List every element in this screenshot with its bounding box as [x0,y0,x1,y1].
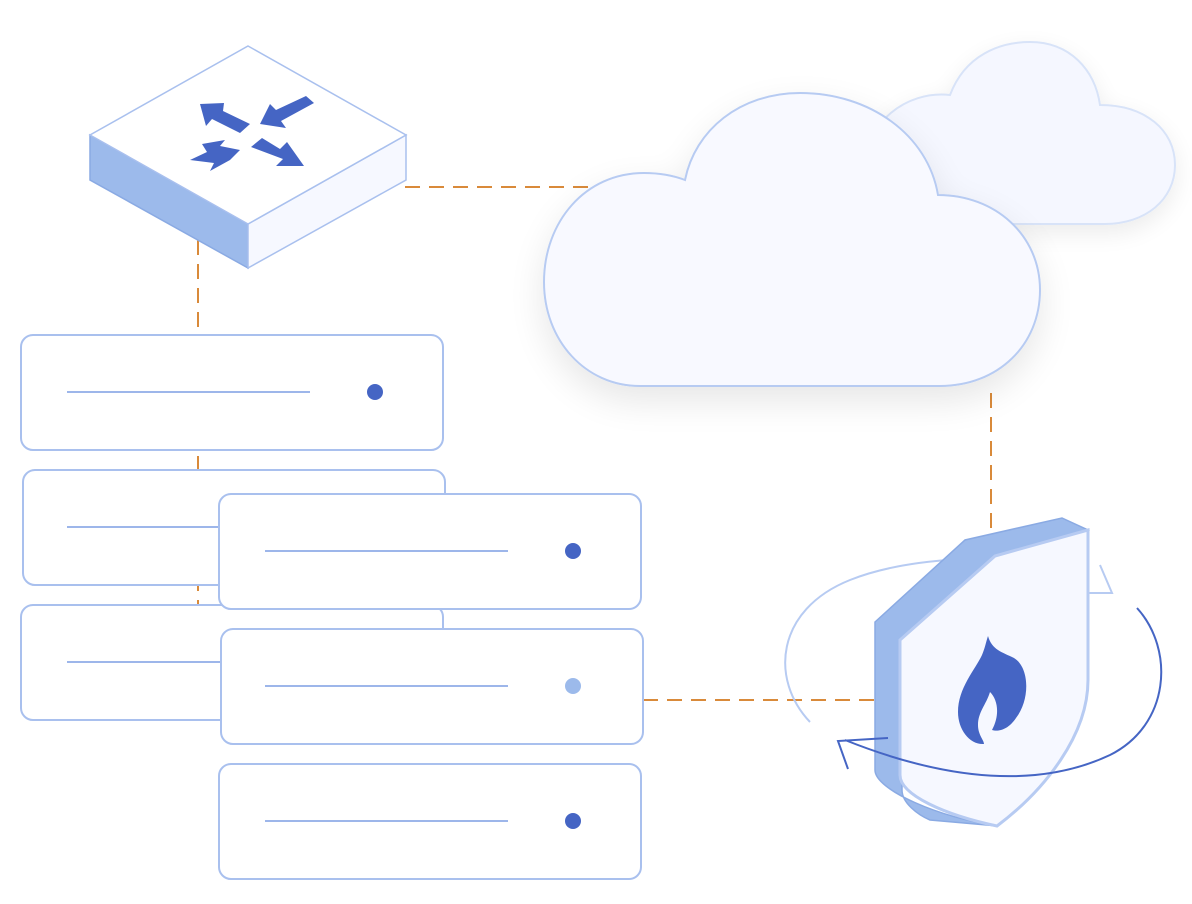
cloud-primary [542,91,1042,387]
server-unit [20,334,444,451]
server-unit [218,763,642,880]
status-led [565,678,581,694]
server-stack-front [218,493,644,880]
orbit-ring-front [844,607,1163,778]
orbit-arrowhead-back [1082,564,1114,594]
orbit-arrowhead-front [836,737,889,770]
server-unit [218,493,642,610]
status-led [565,813,581,829]
flame-icon [958,636,1027,745]
router [88,45,408,270]
server-unit [220,628,644,745]
status-led [565,543,581,559]
status-led [367,384,383,400]
router-arrows-icon [190,96,314,171]
router-top [88,45,408,225]
firewall [784,517,1163,828]
